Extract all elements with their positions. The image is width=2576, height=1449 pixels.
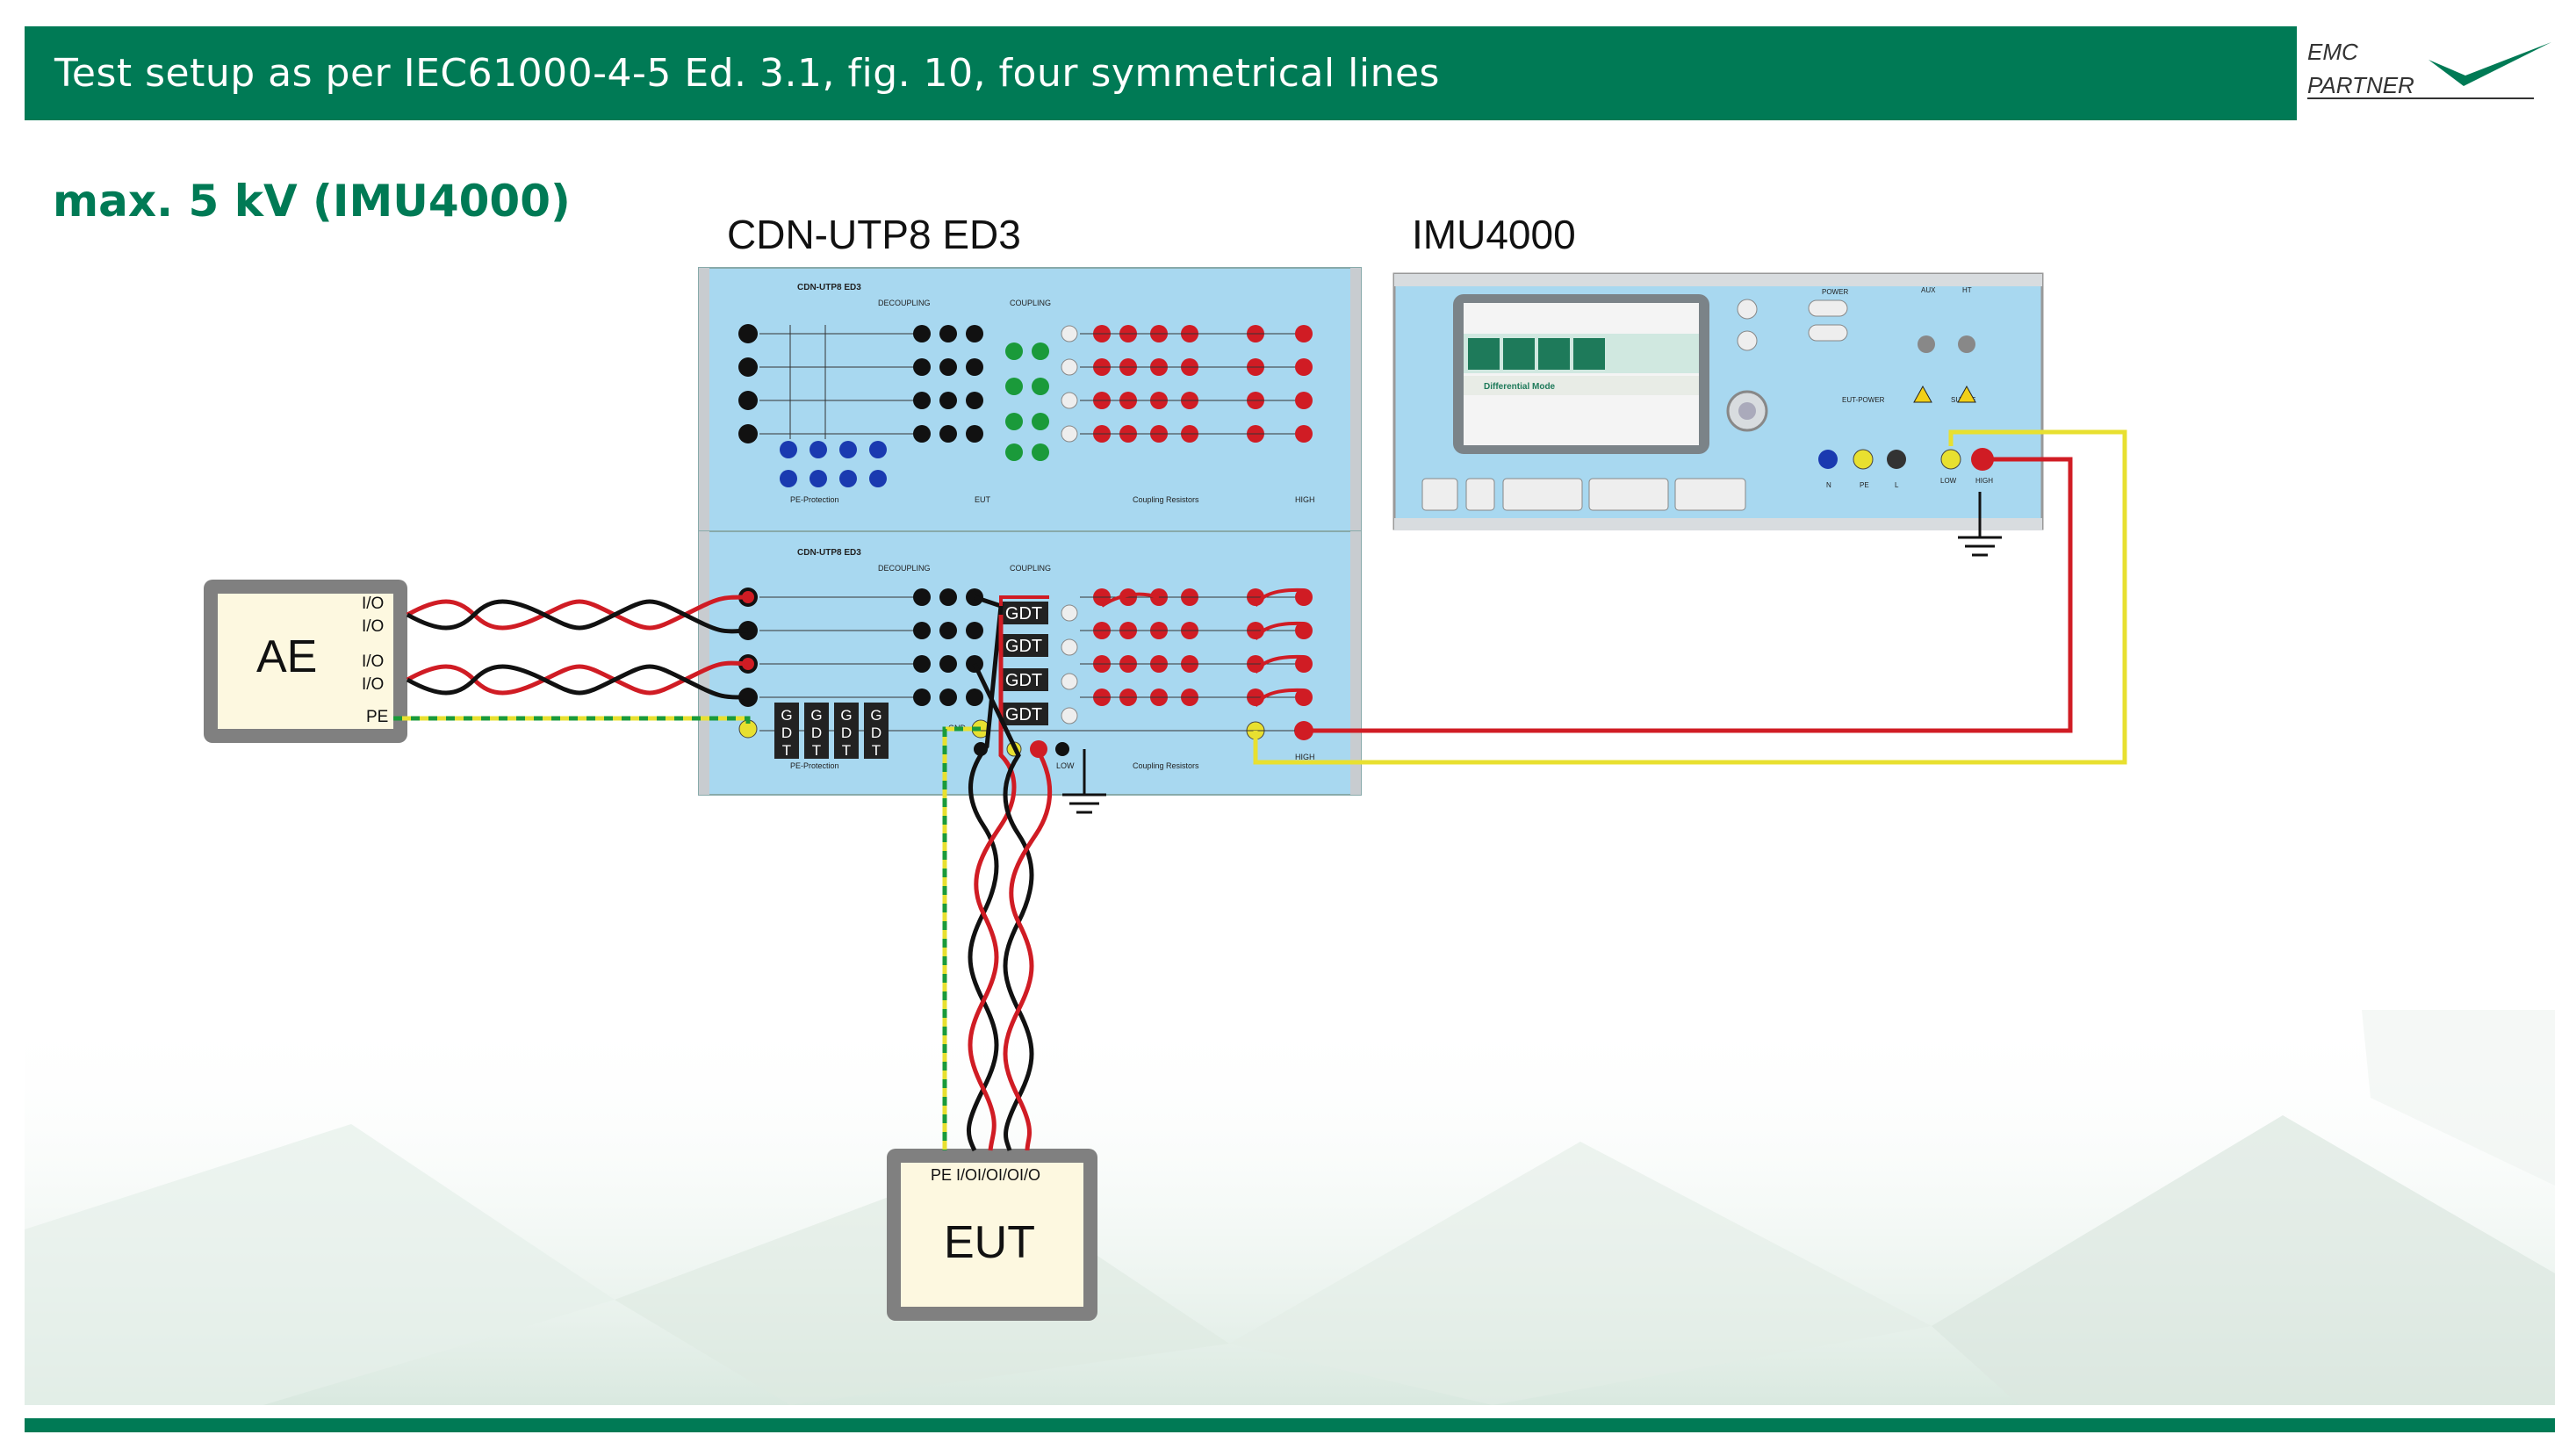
voltage-subtitle: max. 5 kV (IMU4000): [53, 176, 571, 227]
ground-symbol-imu: [1958, 492, 2002, 557]
svg-text:T: T: [782, 742, 791, 759]
svg-text:L: L: [1895, 481, 1899, 489]
gdt-vertical-group: GDT GDT GDT GDT: [774, 703, 889, 759]
footer-bar: [25, 1418, 2555, 1432]
svg-text:Coupling Resistors: Coupling Resistors: [1133, 495, 1199, 504]
ae-pe: PE: [366, 708, 388, 726]
ae-box: AE I/O I/O I/O I/O PE: [204, 580, 407, 743]
svg-text:PE: PE: [1860, 481, 1869, 489]
svg-text:Coupling Resistors: Coupling Resistors: [1133, 761, 1199, 770]
svg-text:G: G: [781, 707, 792, 724]
ae-port-3: I/O: [362, 652, 384, 671]
svg-text:T: T: [812, 742, 821, 759]
logo-check-icon: [2428, 42, 2551, 86]
cdn-panel-upper: CDN-UTP8 ED3 DECOUPLING COUPLING Couplin…: [698, 267, 1362, 532]
svg-text:N: N: [1826, 481, 1831, 489]
ae-twisted-pair-2: [406, 660, 749, 700]
svg-text:LOW: LOW: [1056, 761, 1075, 770]
logo-text-partner: PARTNER: [2307, 72, 2414, 98]
logo-text-emc: EMC: [2307, 39, 2358, 65]
ae-twisted-pair-1: [406, 595, 749, 634]
gdt-label-4: GDT: [1005, 705, 1042, 724]
gdt-label-1: GDT: [1005, 604, 1042, 624]
svg-text:G: G: [810, 707, 822, 724]
emc-partner-logo: EMC PARTNER: [2297, 25, 2560, 121]
ae-pe-wire: [393, 716, 751, 729]
svg-text:D: D: [781, 724, 792, 741]
gdt-label-3: GDT: [1005, 671, 1042, 690]
eut-twisted-pair-2: [972, 662, 1053, 1151]
svg-text:T: T: [842, 742, 851, 759]
svg-text:DECOUPLING: DECOUPLING: [878, 564, 931, 573]
eut-label: EUT: [944, 1217, 1035, 1268]
gdt-horizontal-group: GDT GDT GDT GDT: [999, 602, 1048, 725]
ae-port-2: I/O: [362, 617, 384, 636]
ae-port-1: I/O: [362, 595, 384, 613]
svg-text:D: D: [811, 724, 822, 741]
svg-text:CDN-UTP8 ED3: CDN-UTP8 ED3: [797, 283, 861, 292]
svg-text:PE-Protection: PE-Protection: [790, 495, 839, 504]
imu4000-panel: Differential Mode POWER EUT-POWER SURGE …: [1392, 272, 2044, 530]
svg-text:EUT-POWER: EUT-POWER: [1842, 396, 1885, 404]
svg-text:HIGH: HIGH: [1975, 477, 1993, 485]
svg-text:POWER: POWER: [1822, 288, 1848, 296]
eut-box: PE I/OI/OI/OI/O EUT: [887, 1149, 1097, 1321]
svg-text:G: G: [870, 707, 881, 724]
svg-text:CDN-UTP8 ED3: CDN-UTP8 ED3: [797, 548, 861, 558]
cdn-panel-lower: CDN-UTP8 ED3 DECOUPLING COUPLING Couplin…: [698, 530, 1362, 796]
svg-text:HT: HT: [1962, 286, 1972, 294]
background-pattern: [25, 1010, 2555, 1405]
header-bar: Test setup as per IEC61000-4-5 Ed. 3.1, …: [25, 26, 2299, 120]
svg-text:DECOUPLING: DECOUPLING: [878, 299, 931, 307]
coupling-link-wire: [999, 595, 1049, 606]
eut-ports: PE I/OI/OI/OI/O: [931, 1166, 1040, 1184]
eut-pe-wire: [942, 726, 981, 1150]
ground-symbol-cdn: [1062, 749, 1106, 814]
surge-high-wire: [1304, 457, 2073, 733]
svg-text:HIGH: HIGH: [1295, 495, 1315, 504]
svg-text:T: T: [872, 742, 881, 759]
svg-text:PE-Protection: PE-Protection: [790, 761, 839, 770]
svg-text:LOW: LOW: [1940, 477, 1957, 485]
svg-text:G: G: [840, 707, 852, 724]
svg-text:EUT: EUT: [975, 495, 991, 504]
surge-low-wire: [1253, 429, 2127, 765]
imu-screen-title: Differential Mode: [1484, 382, 1556, 392]
ae-port-4: I/O: [362, 675, 384, 694]
svg-text:HIGH: HIGH: [1295, 753, 1315, 761]
svg-text:COUPLING: COUPLING: [1010, 564, 1051, 573]
svg-text:D: D: [871, 724, 881, 741]
ae-label: AE: [256, 631, 317, 682]
imu-title: IMU4000: [1412, 212, 1576, 257]
gdt-label-2: GDT: [1005, 637, 1042, 656]
svg-text:COUPLING: COUPLING: [1010, 299, 1051, 307]
svg-text:D: D: [841, 724, 852, 741]
slide-title: Test setup as per IEC61000-4-5 Ed. 3.1, …: [54, 51, 1440, 96]
svg-text:AUX: AUX: [1921, 286, 1936, 294]
cdn-title: CDN-UTP8 ED3: [727, 212, 1021, 257]
